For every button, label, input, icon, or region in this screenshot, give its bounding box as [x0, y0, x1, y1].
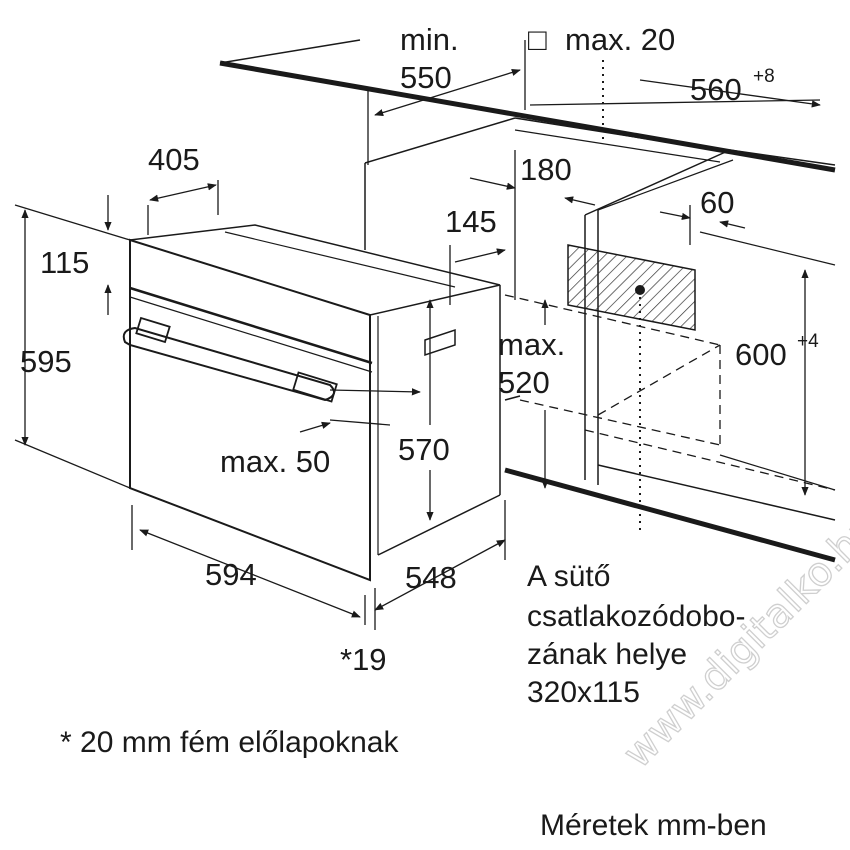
label-max-20: max. 20 — [565, 22, 675, 57]
label-595: 595 — [20, 344, 72, 379]
label-19: *19 — [340, 642, 387, 677]
label-550: 550 — [400, 60, 452, 95]
box-symbol: □ — [528, 22, 547, 57]
caption-line-3: zának helye — [527, 638, 687, 671]
label-560: 560 — [690, 72, 742, 107]
label-560-tol: +8 — [753, 66, 775, 87]
label-min: min. — [400, 22, 459, 57]
dimension-lines — [14, 40, 821, 630]
label-548: 548 — [405, 560, 457, 595]
label-405: 405 — [148, 142, 200, 177]
label-600: 600 — [735, 337, 787, 372]
caption-line-2: csatlakozódobo- — [527, 600, 745, 633]
caption-line-4: 320x115 — [527, 676, 640, 709]
label-145: 145 — [445, 204, 497, 239]
label-60: 60 — [700, 185, 734, 220]
label-max: max. — [498, 327, 565, 362]
oven-body — [122, 224, 501, 582]
junction-box-area — [567, 60, 696, 530]
label-520: 520 — [498, 365, 550, 400]
cabinet-niche — [219, 39, 836, 563]
caption-block: A sütő csatlakozódobo- zának helye 320x1… — [527, 560, 745, 709]
units-note: Méretek mm-ben — [540, 809, 767, 842]
label-115: 115 — [40, 245, 89, 280]
dimension-labels: min. 550 □ max. 20 560 +8 405 180 145 60… — [20, 22, 819, 677]
label-600-tol: +4 — [797, 331, 819, 352]
label-570: 570 — [398, 432, 450, 467]
caption-line-1: A sütő — [527, 560, 610, 593]
label-max-50: max. 50 — [220, 444, 330, 479]
label-594: 594 — [205, 557, 257, 592]
footnote: * 20 mm fém előlapoknak — [60, 726, 399, 759]
label-180: 180 — [520, 152, 572, 187]
